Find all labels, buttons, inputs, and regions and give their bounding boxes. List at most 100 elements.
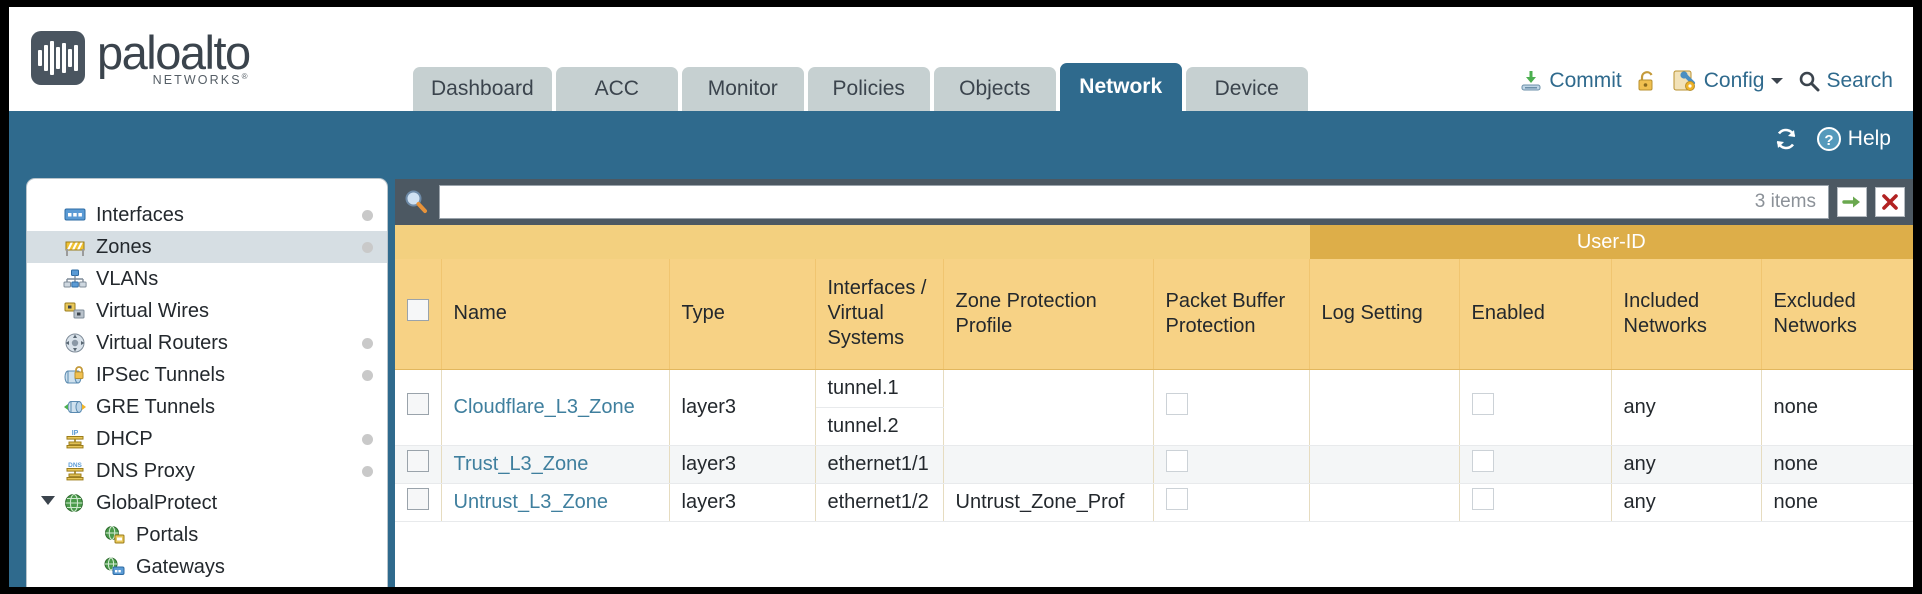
ipsec-tunnels-icon — [63, 364, 87, 386]
column-header-interfaces[interactable]: Interfaces / Virtual Systems — [815, 259, 944, 370]
sidebar-item-gre-tunnels[interactable]: GRE Tunnels — [27, 391, 387, 423]
cell-included-networks: any — [1611, 445, 1762, 484]
refresh-icon[interactable] — [1772, 125, 1800, 153]
magnifier-icon[interactable] — [401, 187, 431, 217]
status-dot — [362, 465, 373, 477]
tab-objects[interactable]: Objects — [933, 67, 1056, 111]
sidebar-item-label: VLANs — [96, 267, 159, 290]
userid-enabled-checkbox[interactable] — [1471, 488, 1494, 510]
column-header-excluded-networks[interactable]: Excluded Networks — [1761, 259, 1913, 370]
config-icon — [1672, 69, 1698, 93]
tab-dashboard[interactable]: Dashboard — [413, 67, 552, 111]
column-header-enabled[interactable]: Enabled — [1459, 259, 1612, 370]
column-header-name[interactable]: Name — [441, 259, 670, 370]
row-select-cell — [395, 445, 442, 484]
clear-filter-button[interactable] — [1875, 187, 1905, 217]
apply-filter-button[interactable] — [1837, 187, 1867, 217]
svg-text:IP: IP — [72, 430, 79, 437]
help-icon: ? — [1816, 126, 1842, 152]
sidebar-item-virtual-wires[interactable]: Virtual Wires — [27, 295, 387, 327]
select-all-header — [395, 259, 442, 370]
chevron-down-icon — [1770, 76, 1784, 86]
sidebar-item-label: IPSec Tunnels — [96, 363, 225, 386]
column-header-type[interactable]: Type — [669, 259, 816, 370]
cell-excluded-networks: none — [1761, 369, 1913, 446]
interfaces-icon — [63, 204, 87, 226]
group-header-user-id: User-ID — [1309, 225, 1913, 259]
status-dot — [362, 433, 373, 445]
status-dot — [362, 337, 373, 349]
search-field-wrap: 3 items — [439, 185, 1829, 219]
status-dot — [362, 209, 373, 221]
cell-userid-enabled — [1459, 483, 1612, 522]
cell-type: layer3 — [669, 483, 816, 522]
column-header-included-networks[interactable]: Included Networks — [1611, 259, 1762, 370]
table-row[interactable]: Trust_L3_Zone layer3 ethernet1/1 any — [395, 445, 1913, 484]
userid-enabled-checkbox[interactable] — [1471, 393, 1494, 415]
table-row[interactable]: Cloudflare_L3_Zone layer3 tunnel.1 any — [395, 369, 1913, 446]
cell-zone-protection-profile — [943, 369, 1154, 446]
cell-excluded-networks: none — [1761, 445, 1913, 484]
lock-button[interactable] — [1636, 69, 1658, 93]
config-label: Config — [1703, 69, 1765, 92]
sidebar-item-dns-proxy[interactable]: DNS DNS Proxy — [27, 455, 387, 487]
main-tab-bar: Dashboard ACC Monitor Policies Objects N… — [413, 63, 1308, 111]
sidebar-item-interfaces[interactable]: Interfaces — [27, 199, 387, 231]
tab-policies[interactable]: Policies — [807, 67, 930, 111]
sidebar-item-zones[interactable]: Zones — [27, 231, 387, 263]
sidebar-item-ipsec-tunnels[interactable]: IPSec Tunnels — [27, 359, 387, 391]
commit-label: Commit — [1549, 69, 1622, 92]
top-bar: paloalto NETWORKS® Dashboard ACC Monitor… — [9, 7, 1913, 111]
tab-network[interactable]: Network — [1059, 63, 1182, 111]
packet-buffer-checkbox[interactable] — [1165, 488, 1188, 510]
help-button[interactable]: ? Help — [1816, 126, 1891, 152]
row-checkbox[interactable] — [407, 450, 429, 472]
sidebar-item-globalprotect[interactable]: GlobalProtect — [27, 487, 387, 519]
body-area: Interfaces Zones — [9, 179, 1913, 587]
search-input[interactable] — [452, 191, 1745, 213]
sidebar-item-dhcp[interactable]: IP DHCP — [27, 423, 387, 455]
config-menu[interactable]: Config — [1672, 69, 1785, 93]
items-count: 3 items — [1754, 191, 1816, 212]
packet-buffer-checkbox[interactable] — [1165, 450, 1188, 472]
search-label: Search — [1826, 69, 1893, 92]
table-row-continuation[interactable]: tunnel.2 — [395, 407, 1913, 446]
tab-device[interactable]: Device — [1185, 67, 1308, 111]
row-select-cell — [395, 369, 442, 446]
row-checkbox[interactable] — [407, 488, 429, 510]
tab-monitor[interactable]: Monitor — [681, 67, 804, 111]
cell-interface: ethernet1/1 — [815, 445, 944, 484]
search-button[interactable]: Search — [1798, 69, 1893, 93]
expand-collapse-icon[interactable] — [41, 495, 55, 511]
group-header-row: User-ID — [395, 225, 1913, 259]
svg-text:DNS: DNS — [68, 462, 82, 469]
svg-text:?: ? — [1824, 132, 1833, 149]
vlans-icon — [63, 268, 87, 290]
zone-name-link[interactable]: Untrust_L3_Zone — [453, 490, 609, 513]
column-header-log-setting[interactable]: Log Setting — [1309, 259, 1460, 370]
zone-name-link[interactable]: Cloudflare_L3_Zone — [453, 395, 635, 418]
column-header-packet-buffer-protection[interactable]: Packet Buffer Protection — [1153, 259, 1310, 370]
sidebar-item-vlans[interactable]: VLANs — [27, 263, 387, 295]
sidebar-item-virtual-routers[interactable]: Virtual Routers — [27, 327, 387, 359]
select-all-checkbox[interactable] — [407, 299, 429, 322]
zone-name-link[interactable]: Trust_L3_Zone — [453, 452, 589, 475]
sidebar-item-portals[interactable]: Portals — [27, 519, 387, 551]
userid-enabled-checkbox[interactable] — [1471, 450, 1494, 472]
cell-zone-protection-profile: Untrust_Zone_Prof — [943, 483, 1154, 522]
column-header-zone-protection-profile[interactable]: Zone Protection Profile — [943, 259, 1154, 370]
blue-action-band: ? Help — [9, 111, 1913, 179]
sidebar-item-label: GlobalProtect — [96, 491, 218, 514]
cell-interface: ethernet1/2 — [815, 483, 944, 522]
cell-name: Untrust_L3_Zone — [441, 483, 670, 522]
sidebar-item-label: GRE Tunnels — [96, 395, 215, 418]
table-row[interactable]: Untrust_L3_Zone layer3 ethernet1/2 Untru… — [395, 483, 1913, 522]
sidebar-item-gateways[interactable]: Gateways — [27, 551, 387, 583]
packet-buffer-checkbox[interactable] — [1165, 393, 1188, 415]
row-checkbox[interactable] — [407, 393, 429, 415]
cell-interface: tunnel.1 — [815, 369, 944, 408]
tab-acc[interactable]: ACC — [555, 67, 678, 111]
sidebar: Interfaces Zones — [27, 179, 387, 587]
commit-button[interactable]: Commit — [1519, 69, 1622, 93]
cell-packet-buffer-protection — [1153, 369, 1310, 446]
